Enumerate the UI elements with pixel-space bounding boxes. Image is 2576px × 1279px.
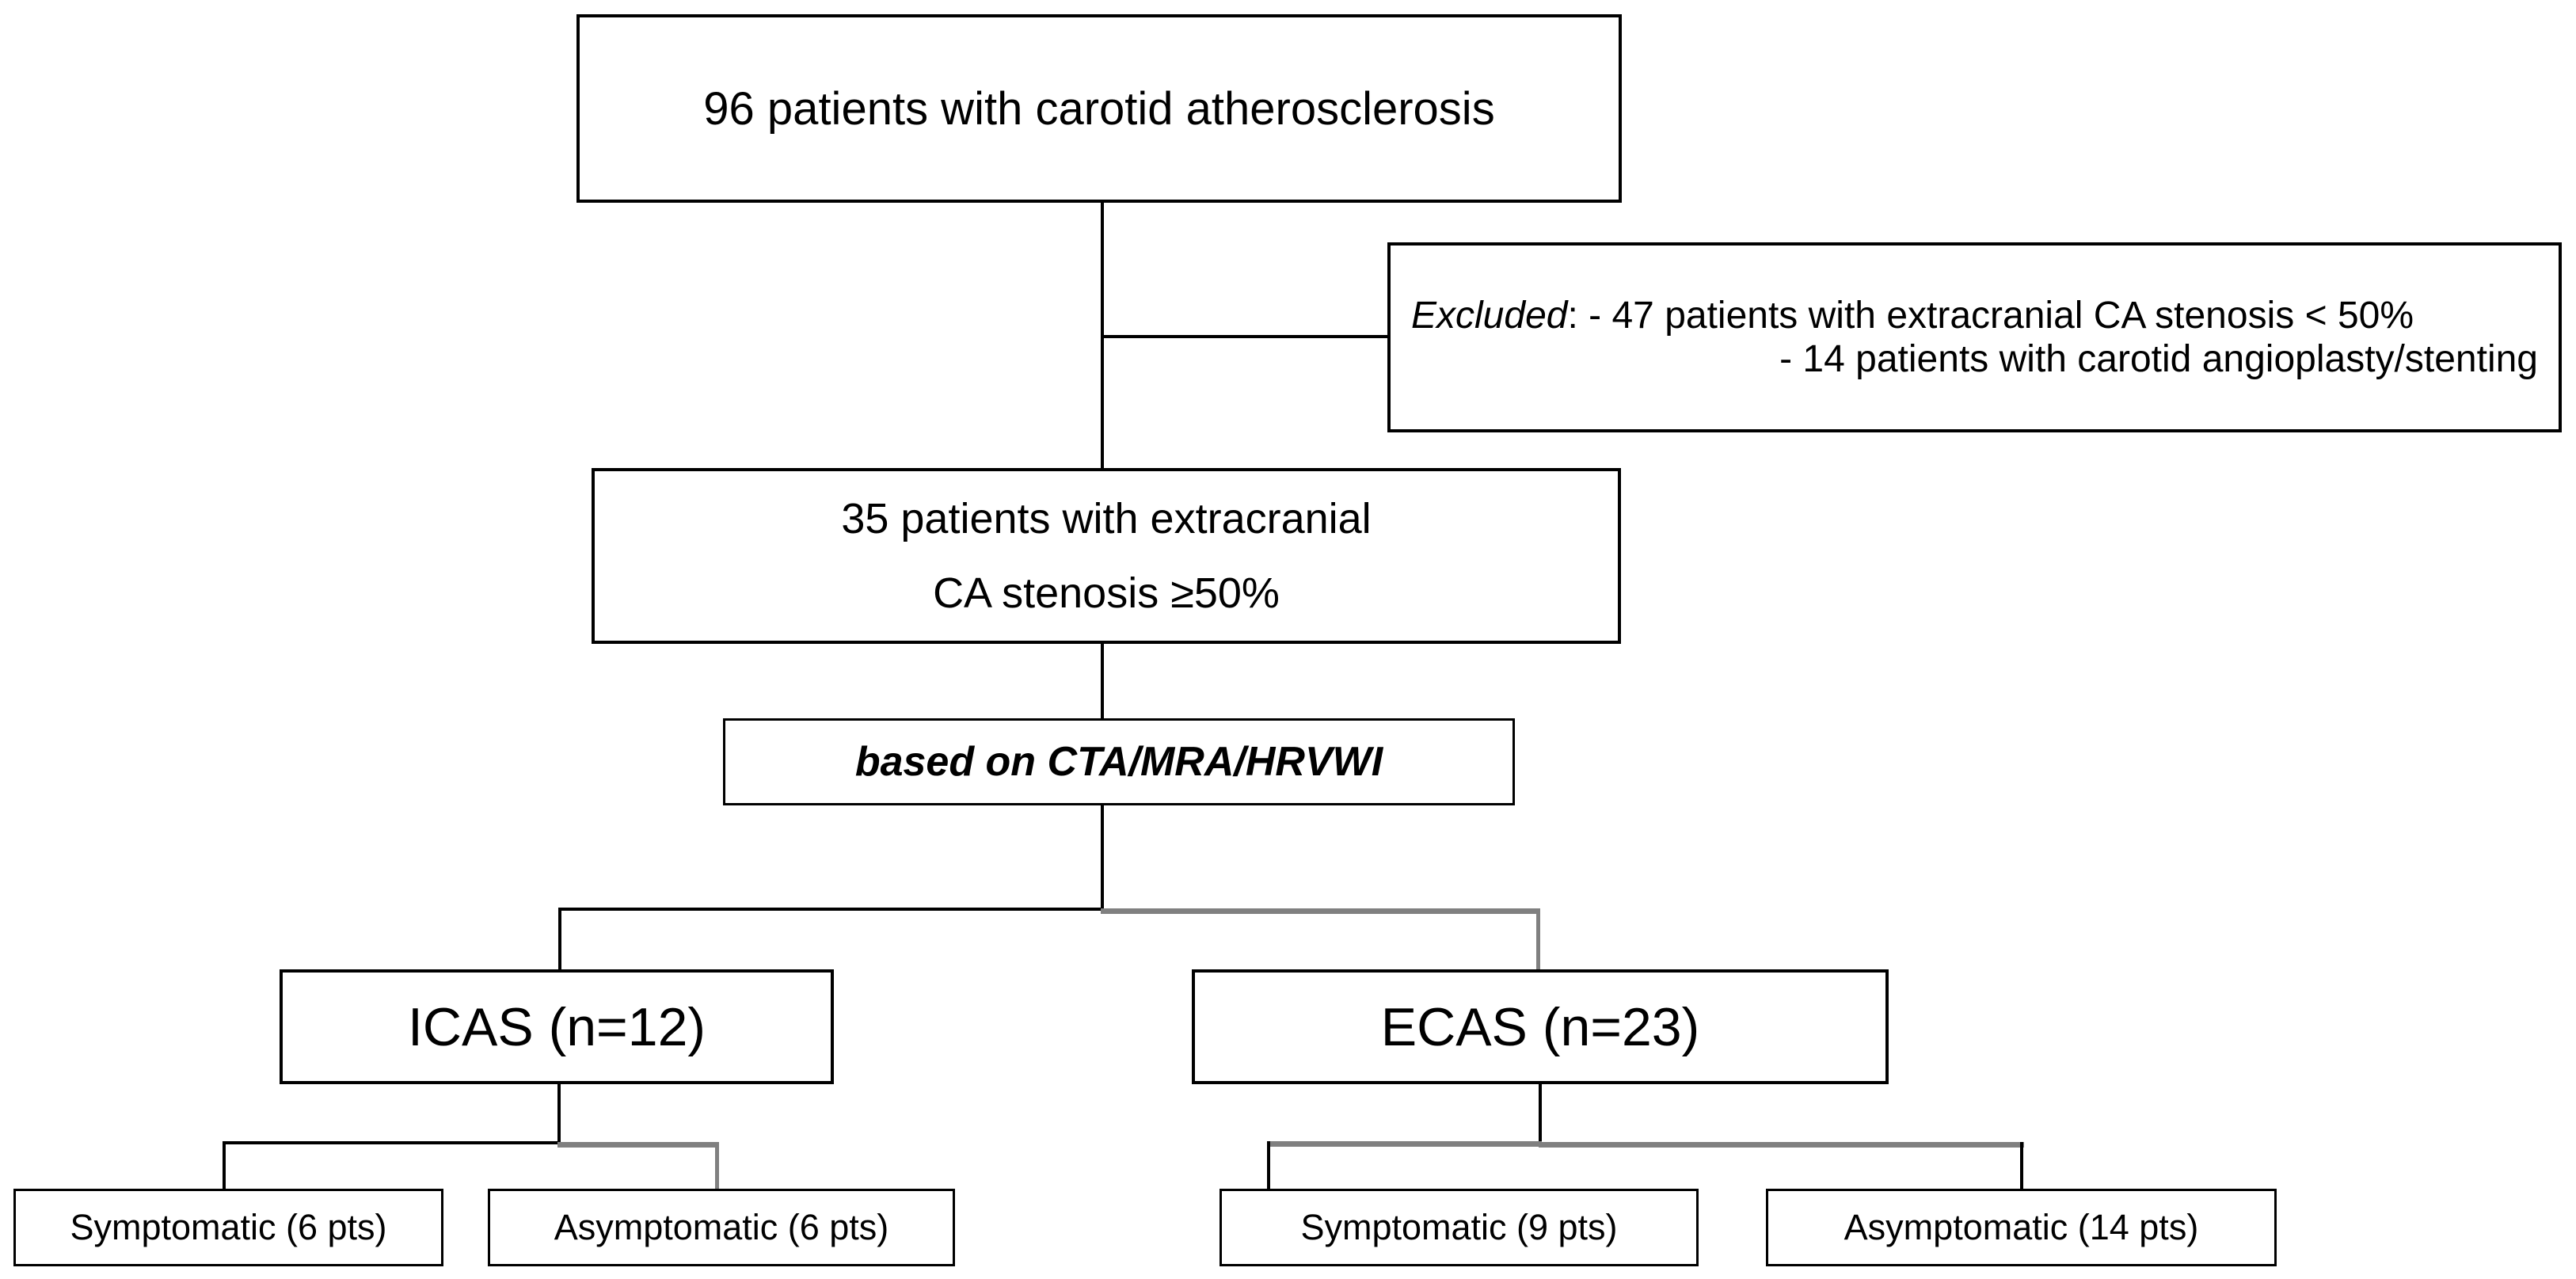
node-icas-group-label: ICAS (n=12) [407, 996, 706, 1057]
node-icas-group: ICAS (n=12) [280, 969, 834, 1084]
connector-icas-down [557, 1081, 561, 1144]
connector-icas-left-horizontal [223, 1141, 559, 1144]
connector-included-to-modality [1101, 641, 1104, 721]
connector-ecas-drop-symptomatic [1267, 1141, 1270, 1192]
connector-split-right-drop-to-ecas [1536, 908, 1540, 973]
node-excluded-reason-2: - 14 patients with carotid angioplasty/s… [1779, 338, 2538, 380]
connector-to-excluded-box [1101, 335, 1391, 338]
connector-modality-to-split [1101, 802, 1104, 910]
connector-ecas-down [1539, 1081, 1542, 1144]
connector-ecas-left-horizontal [1267, 1141, 1542, 1147]
node-excluded-reason-1: - 47 patients with extracranial CA steno… [1589, 295, 2414, 337]
connector-split-left-horizontal [558, 908, 1104, 911]
node-included-line-1: 35 patients with extracranial [841, 494, 1372, 542]
node-ecas-symptomatic-label: Symptomatic (9 pts) [1300, 1207, 1618, 1247]
node-excluded-separator: : [1567, 295, 1589, 337]
connector-ecas-drop-asymptomatic [2020, 1142, 2023, 1192]
node-excluded: Excluded: - 47 patients with extracrania… [1387, 242, 2562, 432]
node-ecas-symptomatic: Symptomatic (9 pts) [1220, 1189, 1699, 1266]
connector-icas-drop-asymptomatic [715, 1142, 719, 1192]
node-imaging-modality-label: based on CTA/MRA/HRVWI [854, 739, 1383, 785]
connector-split-left-drop-to-icas [558, 908, 561, 973]
node-icas-asymptomatic: Asymptomatic (6 pts) [488, 1189, 955, 1266]
connector-icas-drop-symptomatic [223, 1141, 226, 1192]
node-included-line-2: CA stenosis ≥50% [933, 569, 1280, 617]
node-ecas-group: ECAS (n=23) [1192, 969, 1889, 1084]
node-ecas-asymptomatic-label: Asymptomatic (14 pts) [1844, 1207, 2199, 1247]
connector-icas-right-horizontal [557, 1142, 719, 1148]
node-icas-asymptomatic-label: Asymptomatic (6 pts) [554, 1207, 889, 1247]
node-excluded-heading: Excluded [1411, 295, 1568, 337]
node-icas-symptomatic: Symptomatic (6 pts) [13, 1189, 443, 1266]
node-imaging-modality: based on CTA/MRA/HRVWI [723, 718, 1515, 805]
connector-split-right-horizontal [1101, 908, 1540, 914]
node-excluded-line-1: Excluded: - 47 patients with extracrania… [1411, 294, 2538, 337]
node-ecas-group-label: ECAS (n=23) [1380, 996, 1700, 1057]
node-included-patients: 35 patients with extracranial CA stenosi… [592, 468, 1621, 644]
connector-ecas-right-horizontal [1539, 1142, 2024, 1148]
node-icas-symptomatic-label: Symptomatic (6 pts) [70, 1207, 387, 1247]
node-total-patients: 96 patients with carotid atherosclerosis [576, 14, 1622, 203]
node-total-patients-label: 96 patients with carotid atherosclerosis [703, 82, 1495, 135]
node-ecas-asymptomatic: Asymptomatic (14 pts) [1766, 1189, 2277, 1266]
